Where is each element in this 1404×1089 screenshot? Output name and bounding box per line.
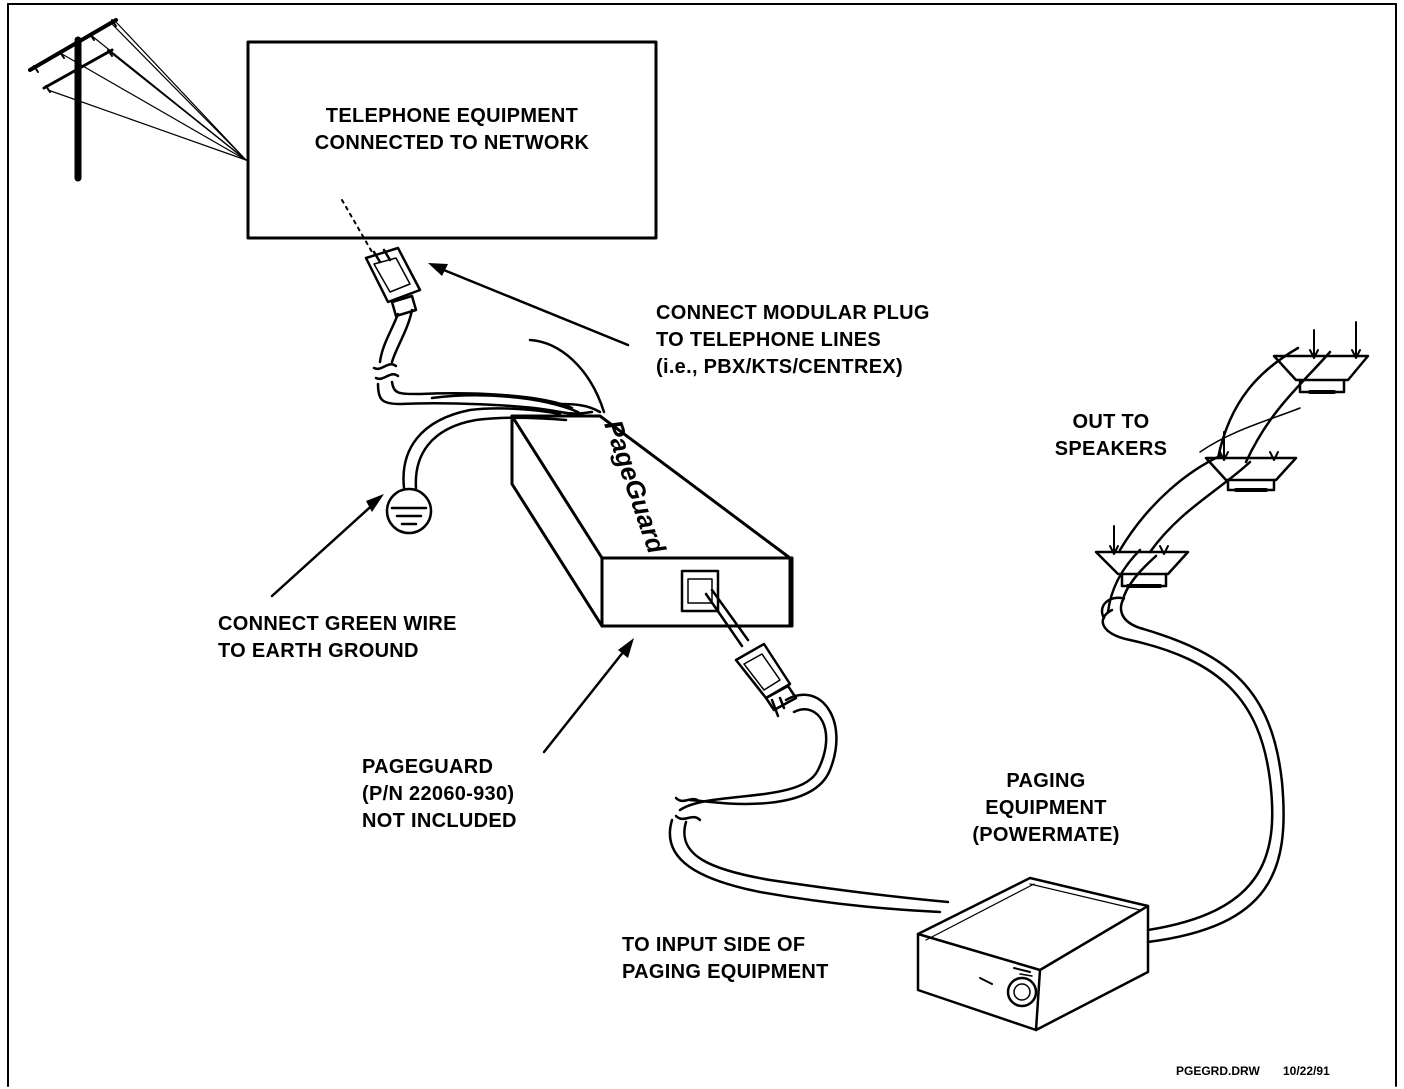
telephone-equipment-box (246, 40, 658, 240)
utility-pole-icon (28, 18, 247, 182)
speaker-icon (1272, 321, 1370, 394)
label-line: (i.e., PBX/KTS/CENTREX) (656, 356, 903, 378)
label-line: TO TELEPHONE LINES (656, 329, 882, 351)
speaker-cable (1100, 596, 1285, 944)
label-line: NOT INCLUDED (362, 810, 517, 832)
paging-equipment-device (916, 876, 1150, 1032)
label-line: (P/N 22060-930) (362, 783, 515, 805)
label-line: TO INPUT SIDE OF (622, 934, 806, 956)
arrowhead (618, 638, 634, 658)
to-input-label: TO INPUT SIDE OF PAGING EQUIPMENT (622, 932, 829, 986)
paging-input-cable (704, 588, 750, 648)
label-line: EQUIPMENT (985, 797, 1107, 819)
callout-arrows (270, 264, 630, 754)
pageguard-label: PAGEGUARD (P/N 22060-930) NOT INCLUDED (362, 754, 517, 835)
speaker-icon (1094, 525, 1190, 588)
label-line: PAGEGUARD (362, 756, 494, 778)
footer-file-name: PGEGRD.DRW (1176, 1064, 1260, 1078)
label-line: TELEPHONE EQUIPMENT (325, 105, 579, 127)
green-ground-wire (402, 407, 568, 490)
modular-plug-icon (734, 642, 798, 718)
earth-ground-icon (385, 487, 433, 535)
device-brand: PageGuard (598, 416, 672, 558)
paging-input-cable (668, 693, 950, 914)
modular-plug-icon (364, 246, 422, 318)
label-line: TO EARTH GROUND (218, 640, 419, 662)
speaker-icon (1204, 431, 1298, 492)
label-line: PAGING EQUIPMENT (622, 961, 829, 983)
page-border (7, 3, 1397, 1087)
speaker-wiring (1106, 346, 1332, 614)
paging-equipment-label: PAGING EQUIPMENT (POWERMATE) (956, 768, 1136, 849)
arrowhead (428, 263, 448, 276)
connect-plug-label: CONNECT MODULAR PLUG TO TELEPHONE LINES … (656, 300, 930, 381)
telephone-line-cable (372, 308, 606, 415)
label-line: (POWERMATE) (972, 824, 1120, 846)
out-to-speakers-label: OUT TO SPEAKERS (1026, 409, 1196, 463)
network-link-dotted (341, 199, 373, 253)
pageguard-device (510, 414, 794, 628)
telephone-equipment-label: TELEPHONE EQUIPMENT CONNECTED TO NETWORK (282, 103, 622, 157)
label-line: SPEAKERS (1054, 438, 1168, 460)
label-line: PAGING (1006, 770, 1086, 792)
label-line: CONNECTED TO NETWORK (314, 132, 590, 154)
label-line: OUT TO (1072, 411, 1150, 433)
label-line: CONNECT MODULAR PLUG (656, 302, 930, 324)
green-wire-label: CONNECT GREEN WIRE TO EARTH GROUND (218, 611, 457, 665)
arrowhead (366, 494, 384, 512)
footer-date: 10/22/91 (1283, 1064, 1330, 1078)
label-line: CONNECT GREEN WIRE (218, 613, 457, 635)
